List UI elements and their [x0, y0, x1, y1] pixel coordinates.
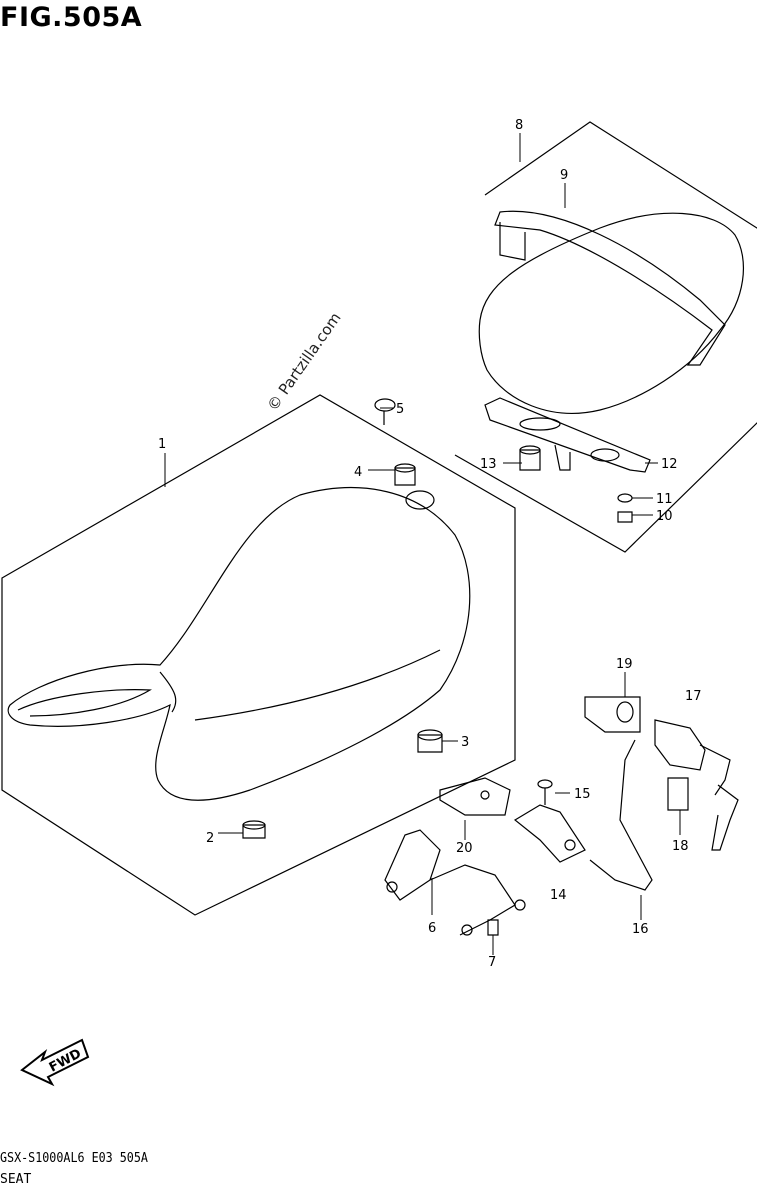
rear-seat-bracket[interactable] — [484, 397, 651, 473]
fwd-arrow-icon: FWD — [20, 1038, 90, 1087]
bracket-18[interactable] — [667, 777, 689, 811]
callout-10: 10 — [656, 509, 673, 524]
callout-8: 8 — [515, 118, 523, 133]
callout-16: 16 — [632, 922, 649, 937]
hinge-6[interactable] — [384, 829, 526, 936]
callout-14: 14 — [550, 888, 567, 903]
washer-11[interactable] — [617, 493, 633, 503]
callout-9: 9 — [560, 168, 568, 183]
main-seat-panel — [1, 394, 516, 916]
callout-5: 5 — [396, 402, 404, 417]
rear-seat-panel — [454, 121, 757, 553]
lock-14[interactable] — [513, 804, 586, 863]
watermark: © Partzilla.com — [264, 309, 345, 414]
leader-lines — [164, 133, 681, 955]
callout-4: 4 — [354, 465, 362, 480]
cable-16[interactable] — [589, 739, 653, 891]
figure-caption: SEAT — [0, 1172, 32, 1187]
nut-10[interactable] — [617, 511, 633, 523]
bolt-7[interactable] — [487, 919, 499, 936]
main-seat[interactable] — [7, 487, 471, 801]
figure-code: GSX-S1000AL6 E03 505A — [0, 1151, 148, 1166]
bracket-19[interactable] — [584, 696, 641, 733]
callout-11: 11 — [656, 492, 673, 507]
callout-12: 12 — [661, 457, 678, 472]
callout-6: 6 — [428, 921, 436, 936]
bolt-15[interactable] — [537, 779, 553, 805]
cushion-2[interactable] — [242, 820, 266, 839]
callout-3: 3 — [461, 735, 469, 750]
callout-15: 15 — [574, 787, 591, 802]
grommet-13[interactable] — [519, 445, 541, 471]
callout-1: 1 — [158, 437, 166, 452]
callout-7: 7 — [488, 955, 496, 970]
bolt-5[interactable] — [374, 398, 396, 425]
cushion-3[interactable] — [417, 729, 443, 753]
rear-seat-cushion[interactable] — [478, 210, 745, 414]
lock-cylinder-17[interactable] — [654, 719, 739, 851]
callout-20: 20 — [456, 841, 473, 856]
callout-2: 2 — [206, 831, 214, 846]
callout-19: 19 — [616, 657, 633, 672]
cushion-4[interactable] — [394, 463, 435, 510]
bracket-20[interactable] — [439, 777, 511, 816]
callout-13: 13 — [480, 457, 497, 472]
callout-18: 18 — [672, 839, 689, 854]
callout-17: 17 — [685, 689, 702, 704]
figure-title: FIG.505A — [0, 2, 143, 33]
